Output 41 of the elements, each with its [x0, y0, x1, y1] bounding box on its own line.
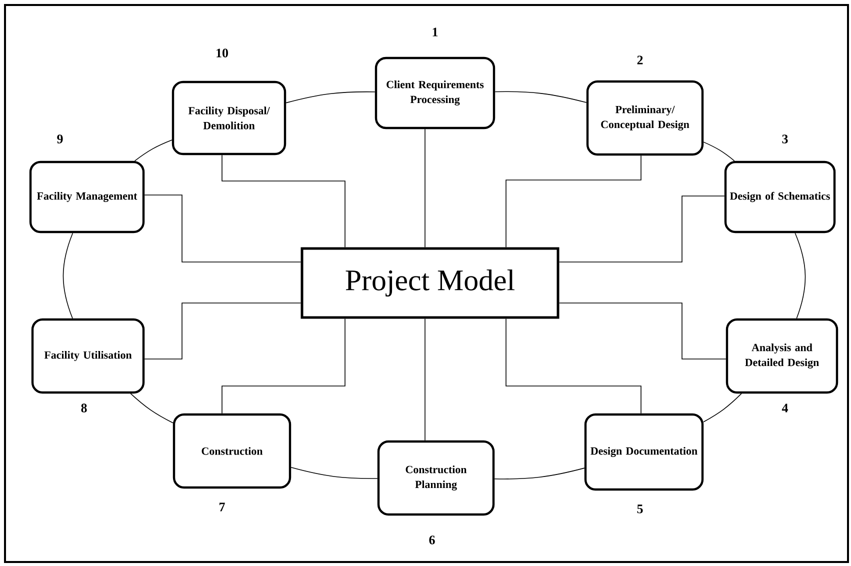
process-box: Design of Schematics: [724, 160, 836, 234]
connector-line: [286, 91, 376, 104]
connector-line: [558, 302, 726, 360]
connector-line: [222, 318, 346, 414]
model-box: Project Model: [300, 247, 560, 319]
process-box: Construction: [172, 413, 292, 489]
connector-line: [558, 196, 725, 262]
step-number: 9: [57, 134, 63, 144]
step-number: 1: [432, 28, 438, 36]
process-box: Construction Planning: [377, 440, 495, 516]
connector-line: [424, 318, 426, 441]
connector-line: [494, 468, 585, 480]
step-number: 5: [637, 504, 643, 514]
connector-line: [144, 302, 302, 360]
step-number: 7: [220, 502, 225, 512]
process-box: Preliminary/ Conceptual Design: [586, 80, 704, 156]
connector-line: [494, 91, 587, 103]
connector-line: [424, 128, 426, 248]
process-box: Facility Disposal/ Demolition: [172, 80, 286, 156]
connector-line: [290, 467, 378, 479]
process-box: Analysis and Detailed Design: [726, 318, 838, 394]
process-box: Facility Utilisation: [31, 318, 145, 394]
step-number: 6: [429, 536, 435, 544]
step-number: 2: [637, 56, 643, 64]
connector-line: [134, 140, 172, 162]
connector-line: [62, 232, 74, 319]
connector-line: [506, 155, 642, 248]
connector-line: [794, 232, 806, 319]
step-number: 8: [81, 404, 87, 412]
process-box: Design Documentation: [584, 413, 704, 491]
connector-line: [130, 393, 174, 424]
connector-line: [703, 393, 742, 422]
connector-line: [222, 154, 346, 248]
process-box: Client Requirements Processing: [374, 56, 496, 130]
step-number: 3: [782, 134, 788, 144]
connector-line: [144, 194, 302, 262]
step-number: 4: [782, 404, 788, 412]
connector-line: [506, 318, 642, 414]
process-box: Facility Management: [29, 160, 145, 234]
connector-line: [703, 142, 735, 162]
step-number: 10: [216, 48, 228, 58]
